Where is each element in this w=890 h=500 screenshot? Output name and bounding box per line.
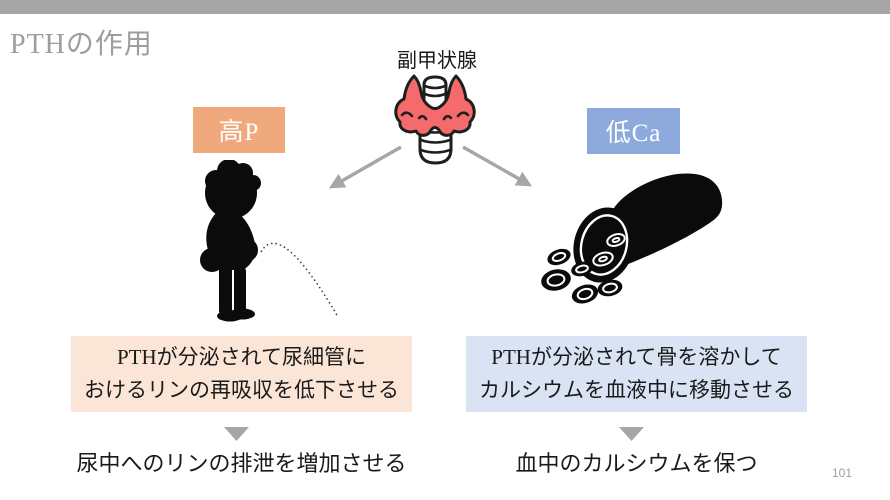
cause-box-left: PTHが分泌されて尿細管に おけるリンの再吸収を低下させる xyxy=(71,336,412,412)
red-blood-cell xyxy=(571,261,593,277)
high-p-badge: 高P xyxy=(193,107,285,153)
down-triangle-right-icon xyxy=(619,427,644,441)
red-blood-cell xyxy=(571,284,599,304)
page-number: 101 xyxy=(832,466,853,480)
trachea-top xyxy=(422,75,448,105)
low-ca-badge: 低Ca xyxy=(587,108,680,154)
cause-left-line2: おけるリンの再吸収を低下させる xyxy=(84,378,399,402)
red-blood-cell xyxy=(597,279,623,297)
cause-left-line1: PTHが分泌されて尿細管に xyxy=(116,345,367,369)
cause-right-line2: カルシウムを血液中に移動させる xyxy=(479,378,794,402)
red-blood-cell xyxy=(547,248,571,266)
slide-title: PTHの作用 xyxy=(10,29,153,60)
cell-inside-2 xyxy=(592,251,614,267)
urinating-child-icon xyxy=(200,160,339,322)
child-silhouette xyxy=(200,160,261,322)
cause-box-right: PTHが分泌されて骨を溶かして カルシウムを血液中に移動させる xyxy=(466,336,807,412)
blood-vessel-red-blood-cells-icon xyxy=(541,173,723,304)
cause-right-line1: PTHが分泌されて骨を溶かして xyxy=(491,345,782,369)
red-blood-cell xyxy=(541,269,571,291)
gland-label: 副甲状腺 xyxy=(397,50,477,72)
result-text-right: 血中のカルシウムを保つ xyxy=(515,451,758,476)
result-text-left: 尿中へのリンの排泄を増加させる xyxy=(76,451,407,476)
urine-dotted-arc xyxy=(260,242,339,318)
cell-inside-1 xyxy=(606,233,626,247)
thyroid-lobes xyxy=(394,74,476,137)
top-accent-bar xyxy=(0,0,890,14)
down-triangle-left-icon xyxy=(224,427,249,441)
parathyroid-gland-icon xyxy=(394,74,476,165)
